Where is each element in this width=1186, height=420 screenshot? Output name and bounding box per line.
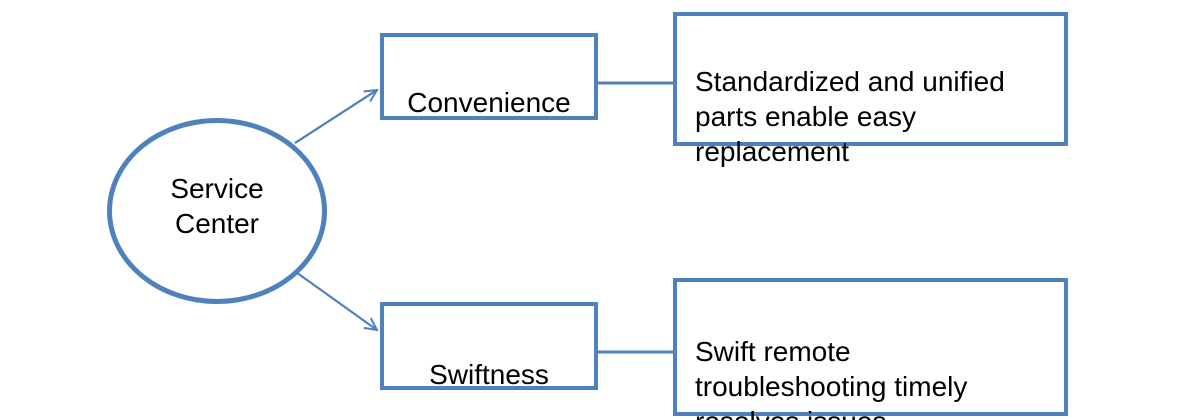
description-swiftness-text: Swift remote troubleshooting timely reso… xyxy=(695,336,968,420)
node-convenience-label: Convenience xyxy=(407,87,571,118)
arrow-root-to-swiftness xyxy=(292,269,379,332)
description-swiftness: Swift remote troubleshooting timely reso… xyxy=(673,278,1068,420)
root-node-label: Service Center xyxy=(170,173,264,239)
node-convenience: Convenience xyxy=(380,33,598,120)
description-convenience: Standardized and unified parts enable ea… xyxy=(673,12,1068,167)
node-swiftness: Swiftness xyxy=(380,302,598,390)
node-swiftness-label: Swiftness xyxy=(429,359,549,390)
description-convenience-text: Standardized and unified parts enable ea… xyxy=(695,66,1005,167)
root-node-ellipse: Service Center xyxy=(107,118,327,304)
arrow-root-to-convenience xyxy=(294,88,379,144)
